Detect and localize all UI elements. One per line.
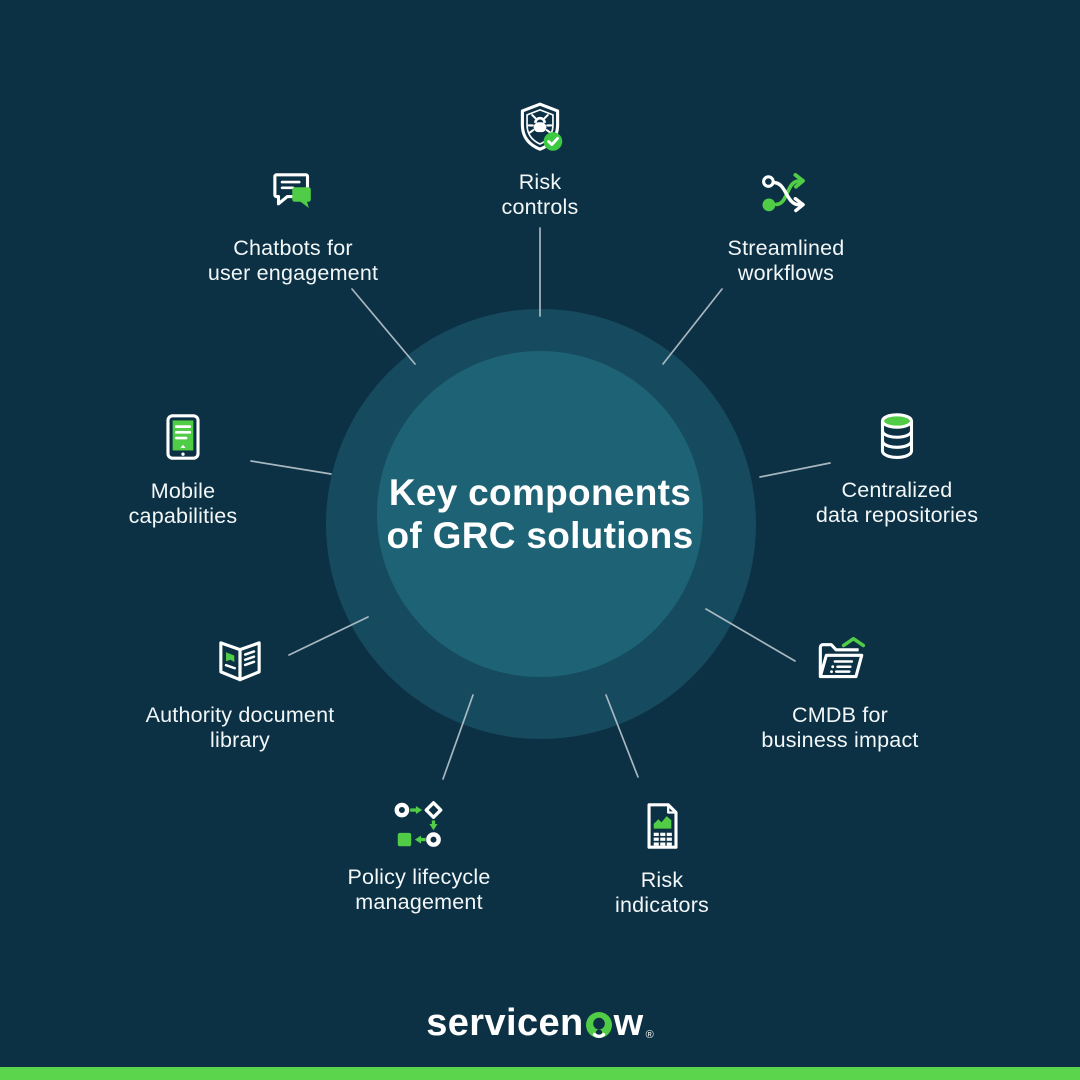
item-label: Risk indicators — [614, 868, 709, 917]
item-cmdb-business-impact: CMDB for business impact — [690, 632, 990, 753]
database-icon — [880, 413, 914, 459]
document-chart-icon — [647, 803, 678, 849]
folder-checklist-icon — [818, 636, 866, 679]
tablet-icon — [166, 414, 200, 460]
servicenow-logo: servicen w ® — [0, 998, 1080, 1048]
item-label: Streamlined workflows — [727, 236, 845, 285]
shield-bug-check-icon — [520, 102, 563, 151]
workflow-diagram-icon — [394, 801, 443, 847]
logo-text-pre: servicen — [426, 1001, 584, 1044]
item-label: CMDB for business impact — [761, 703, 919, 752]
item-label: Centralized data repositories — [815, 478, 979, 527]
item-label: Chatbots for user engagement — [207, 236, 379, 285]
item-centralized-data-repositories: Centralized data repositories — [747, 407, 1047, 528]
inner-center-circle — [377, 351, 703, 677]
crossing-arrows-icon — [762, 172, 805, 213]
item-label: Risk controls — [501, 170, 579, 219]
registered-trademark: ® — [645, 1029, 654, 1041]
open-book-icon — [219, 641, 261, 682]
logo-text-post: w — [613, 1001, 644, 1044]
chat-bubbles-icon — [273, 173, 311, 208]
item-streamlined-workflows: Streamlined workflows — [636, 165, 936, 286]
item-label: Authority document library — [145, 703, 335, 752]
item-authority-document-library: Authority document library — [90, 632, 390, 753]
item-risk-controls: Risk controls — [390, 99, 690, 220]
page-title: Key components of GRC solutions — [386, 472, 694, 556]
item-policy-lifecycle-management: Policy lifecycle management — [269, 794, 569, 915]
item-label: Mobile capabilities — [128, 479, 238, 528]
servicenow-o-icon — [585, 1011, 612, 1038]
item-mobile-capabilities: Mobile capabilities — [33, 408, 333, 529]
bottom-accent-bar — [0, 1067, 1080, 1080]
item-risk-indicators: Risk indicators — [512, 797, 812, 918]
item-chatbots-user-engagement: Chatbots for user engagement — [143, 165, 443, 286]
item-label: Policy lifecycle management — [347, 865, 491, 914]
